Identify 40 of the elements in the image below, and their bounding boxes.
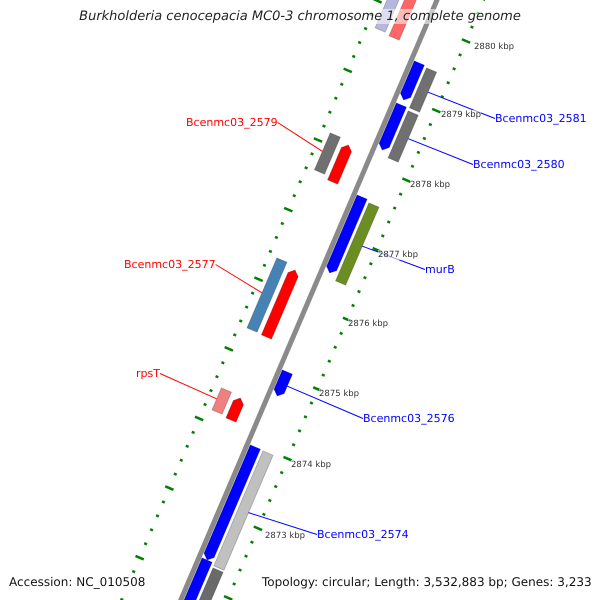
scale-label: 2880 kbp (474, 42, 514, 52)
leader-line (408, 138, 474, 165)
gene-bar (211, 387, 232, 415)
accession-text: Accession: NC_010508 (9, 575, 146, 589)
gene-label: Bcenmc03_2579 (186, 116, 278, 129)
gene-bar (388, 110, 419, 163)
gene-label: Bcenmc03_2576 (363, 412, 455, 425)
genome-info-text: Topology: circular; Length: 3,532,883 bp; Genes: 3,233 (262, 575, 592, 589)
leader-line (159, 373, 218, 400)
gene-label: Bcenmc03_2581 (495, 112, 587, 125)
scale-label: 2877 kbp (378, 250, 418, 260)
gene-label: Bcenmc03_2580 (473, 158, 565, 171)
gene-bar (335, 202, 380, 286)
scale-label: 2878 kbp (410, 180, 450, 190)
gene-bar (408, 67, 438, 113)
leader-line (286, 386, 364, 419)
gene-label: Bcenmc03_2574 (317, 528, 409, 541)
leader-line (215, 264, 262, 294)
gene-label: rpsT (136, 367, 160, 380)
scale-label: 2873 kbp (265, 531, 306, 541)
scale-label: 2875 kbp (319, 389, 360, 399)
scale-label: 2879 kbp (441, 110, 482, 120)
leader-line (248, 512, 318, 535)
gene-label: murB (425, 263, 455, 276)
scale-label: 2874 kbp (291, 460, 332, 470)
leader-line (362, 246, 426, 270)
gene-block (225, 398, 244, 423)
gene-block (327, 144, 352, 185)
gene-block (400, 60, 425, 100)
gene-block (326, 194, 368, 274)
gene-block (260, 270, 299, 340)
gene-label: Bcenmc03_2577 (124, 258, 216, 271)
scale-label: 2876 kbp (348, 319, 388, 329)
leader-line (277, 122, 323, 152)
gene-block (204, 444, 261, 561)
gene-bar (314, 132, 341, 175)
leader-line (428, 92, 496, 119)
gene-bar (246, 257, 288, 333)
gene-block (378, 102, 407, 150)
gene-block (274, 369, 293, 397)
